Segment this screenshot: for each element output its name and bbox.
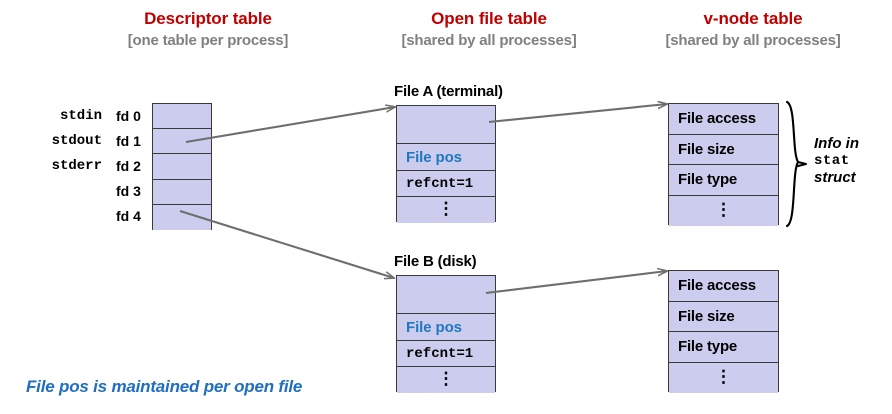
file-a-caption: File A (terminal): [394, 83, 503, 100]
open-file-table-a: File pos refcnt=1 ⋮: [396, 105, 496, 223]
descriptor-label-row: stdout fd 1: [22, 128, 148, 153]
descriptor-table-title: Descriptor table: [144, 9, 272, 28]
vnode-b-file-type-label: File type: [678, 338, 738, 356]
fd-3-label: fd 3: [116, 183, 141, 200]
descriptor-label-row: fd 3: [22, 179, 148, 204]
vnode-table-subtitle: [shared by all processes]: [665, 32, 841, 50]
descriptor-table: [152, 103, 212, 230]
vnode-a-cell-file-access[interactable]: File access: [669, 104, 778, 135]
descriptor-table-subtitle: [one table per process]: [127, 32, 289, 50]
stderr-label: stderr: [51, 157, 102, 174]
open-file-b-cell-refcnt[interactable]: refcnt=1: [397, 341, 495, 367]
curly-brace-icon: [785, 100, 808, 228]
vnode-b-file-access-label: File access: [678, 277, 756, 295]
open-file-table-b: File pos refcnt=1 ⋮: [396, 275, 496, 393]
vnode-b-cell-file-access[interactable]: File access: [669, 271, 778, 302]
vnode-a-file-type-label: File type: [678, 171, 738, 189]
column-header-descriptor-table: Descriptor table [one table per process]: [78, 8, 338, 51]
vnode-a-cell-file-size[interactable]: File size: [669, 134, 778, 165]
descriptor-cell-fd-0[interactable]: [153, 104, 211, 130]
column-header-vnode-table: v-node table [shared by all processes]: [622, 8, 884, 51]
vnode-table-a: File access File size File type ⋮: [668, 103, 779, 226]
fd-0-label: fd 0: [116, 107, 141, 124]
vnode-b-cell-file-size[interactable]: File size: [669, 301, 778, 332]
column-header-open-file-table: Open file table [shared by all processes…: [358, 8, 620, 51]
open-file-b-file-pos-label: File pos: [406, 318, 462, 336]
stdin-label: stdin: [59, 107, 102, 124]
stat-note-line-3: struct: [814, 169, 856, 187]
vnode-b-cell-ellipsis: ⋮: [669, 362, 778, 393]
descriptor-cell-fd-3[interactable]: [153, 179, 211, 205]
stat-note-line-2: stat: [814, 152, 850, 169]
open-file-b-cell-ellipsis: ⋮: [397, 367, 495, 393]
open-file-a-cell-ellipsis: ⋮: [397, 197, 495, 223]
descriptor-label-row: stdin fd 0: [22, 103, 148, 128]
fd-1-label: fd 1: [116, 132, 141, 149]
vnode-table-title: v-node table: [703, 9, 803, 28]
file-b-caption: File B (disk): [394, 253, 477, 270]
vnode-table-b: File access File size File type ⋮: [668, 270, 779, 393]
descriptor-cell-fd-4[interactable]: [153, 204, 211, 230]
descriptor-label-row: stderr fd 2: [22, 153, 148, 178]
arrow-fd4-to-file-b: [179, 209, 394, 278]
descriptor-row-labels: stdin fd 0 stdout fd 1 stderr fd 2 fd 3 …: [22, 103, 148, 230]
descriptor-label-row: fd 4: [22, 204, 148, 229]
open-file-b-refcnt-label: refcnt=1: [406, 345, 474, 362]
open-file-table-title: Open file table: [431, 9, 547, 28]
descriptor-cell-fd-2[interactable]: [153, 154, 211, 180]
stat-note-line-1: Info in: [814, 135, 859, 152]
open-file-a-file-pos-label: File pos: [406, 148, 462, 166]
vnode-a-file-size-label: File size: [678, 140, 735, 158]
descriptor-cell-fd-1[interactable]: [153, 129, 211, 155]
vnode-b-cell-file-type[interactable]: File type: [669, 332, 778, 363]
stat-struct-annotation: Info in stat struct: [814, 135, 892, 187]
vnode-a-cell-file-type[interactable]: File type: [669, 165, 778, 196]
open-file-a-cell-file-pos[interactable]: File pos: [397, 144, 495, 171]
vnode-a-file-access-label: File access: [678, 110, 756, 128]
open-file-a-cell-refcnt[interactable]: refcnt=1: [397, 171, 495, 197]
open-file-a-cell-pointer[interactable]: [397, 106, 495, 144]
fd-2-label: fd 2: [116, 157, 141, 174]
fd-4-label: fd 4: [116, 208, 141, 225]
stdout-label: stdout: [51, 132, 102, 149]
vnode-a-cell-ellipsis: ⋮: [669, 195, 778, 226]
arrow-file-b-to-vnode-b: [485, 271, 667, 295]
open-file-table-subtitle: [shared by all processes]: [401, 32, 577, 50]
open-file-b-cell-pointer[interactable]: [397, 276, 495, 314]
footer-note: File pos is maintained per open file: [26, 377, 303, 396]
arrow-fd1-to-file-a: [185, 107, 395, 144]
arrow-file-a-to-vnode-a: [488, 104, 667, 124]
open-file-b-cell-file-pos[interactable]: File pos: [397, 314, 495, 341]
vnode-b-file-size-label: File size: [678, 307, 735, 325]
open-file-a-refcnt-label: refcnt=1: [406, 175, 474, 192]
